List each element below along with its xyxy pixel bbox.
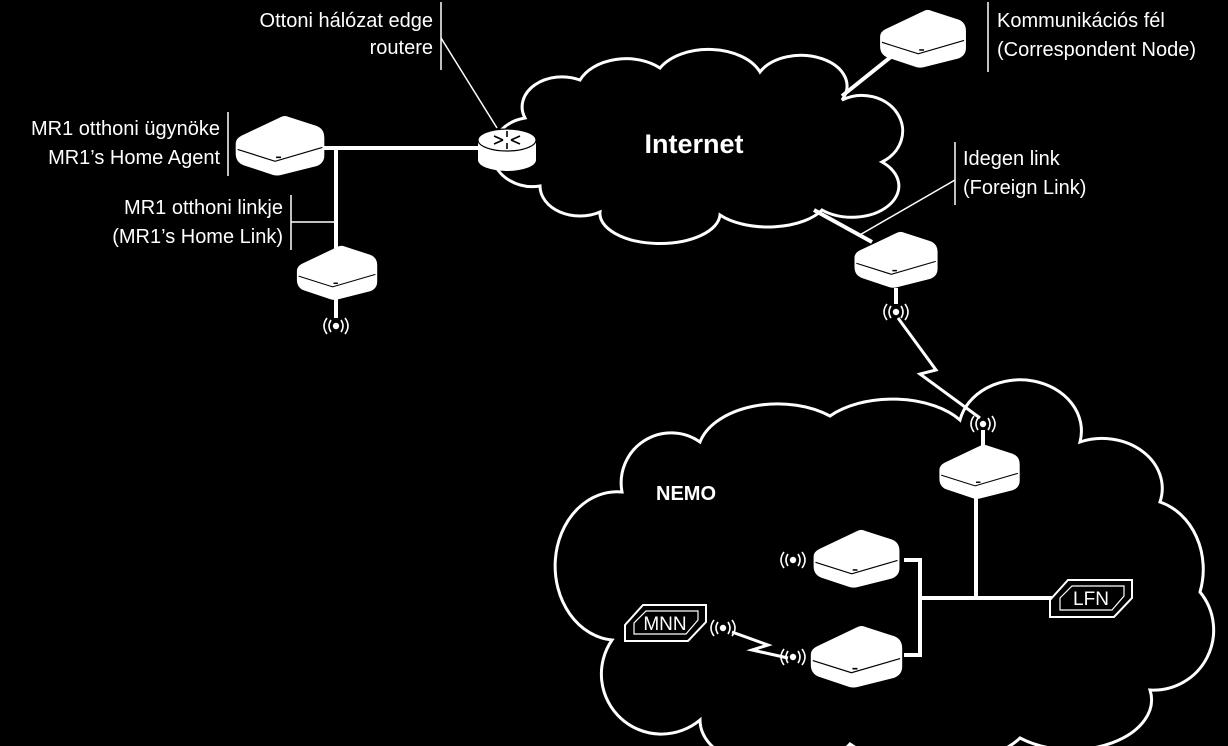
edge-router-leader [440, 37, 498, 129]
wireless-link-icon [731, 630, 789, 660]
home-link-label-line2: (MR1’s Home Link) [112, 226, 283, 248]
lfn-node: LFN [1049, 579, 1133, 618]
correspondent-node-icon [879, 9, 967, 69]
correspondent-label-line2: (Correspondent Node) [997, 39, 1196, 61]
internet-cloud [490, 47, 905, 245]
lfn-label: LFN [1073, 589, 1109, 610]
mr2-mr3-link [904, 558, 922, 657]
nemo-label: NEMO [656, 483, 716, 505]
antenna-icon [883, 303, 909, 321]
edge-router-label-line2: routere [370, 37, 433, 59]
edge-router-label-line1: Ottoni hálózat edge [260, 10, 433, 32]
mnn-node: MNN [624, 604, 707, 642]
wireless-link-icon [896, 317, 981, 420]
router-icon [477, 128, 537, 171]
foreign-link-leader [857, 179, 956, 237]
antenna-icon [323, 317, 349, 335]
home-agent-label-line2: MR1’s Home Agent [48, 147, 220, 169]
foreign-link-segment [813, 208, 873, 244]
home-agent-icon [234, 115, 326, 177]
home-access-router-icon [296, 244, 379, 301]
mnn-label: MNN [643, 614, 686, 635]
foreign-link-label-line2: (Foreign Link) [963, 177, 1086, 199]
internet-label: Internet [644, 129, 743, 159]
correspondent-label-line1: Kommunikációs fél [997, 10, 1165, 32]
foreign-link-label-line1: Idegen link [963, 148, 1061, 170]
home-agent-label-line1: MR1 otthoni ügynöke [31, 118, 220, 140]
home-link-label-line1: MR1 otthoni linkje [124, 197, 283, 219]
